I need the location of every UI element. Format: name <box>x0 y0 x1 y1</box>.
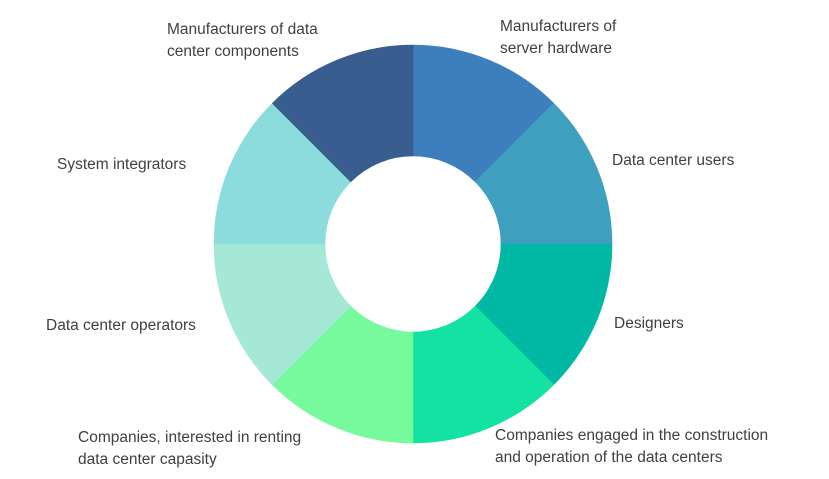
label-line: and operation of the data centers <box>495 449 723 466</box>
label-designers: Designers <box>614 313 684 335</box>
label-companies-construction-operation: Companies engaged in the construction an… <box>495 425 768 469</box>
label-system-integrators: System integrators <box>57 154 186 176</box>
label-line: Manufacturers of data <box>167 21 318 38</box>
segment-system-integrators <box>213 102 352 245</box>
label-manufacturers-components: Manufacturers of data center components <box>167 19 318 63</box>
label-line: data center capasity <box>78 451 217 468</box>
segment-companies-construction-operation <box>412 305 555 444</box>
label-line: System integrators <box>57 156 187 173</box>
label-data-center-users: Data center users <box>612 150 734 172</box>
label-line: center components <box>167 43 299 60</box>
label-line: Manufacturers of <box>500 18 617 35</box>
segment-designers <box>474 243 613 386</box>
label-line: Companies engaged in the construction <box>495 427 769 444</box>
segment-companies-renting-capacity <box>271 305 414 444</box>
segment-manufacturers-components <box>271 44 414 183</box>
label-line: Designers <box>614 315 684 332</box>
label-data-center-operators: Data center operators <box>46 315 196 337</box>
label-line: server hardware <box>500 40 612 57</box>
segment-data-center-users <box>474 102 613 245</box>
segment-data-center-operators <box>213 243 352 386</box>
label-manufacturers-server-hardware: Manufacturers of server hardware <box>500 16 616 60</box>
label-companies-renting-capacity: Companies, interested in renting data ce… <box>78 427 301 471</box>
label-line: Data center users <box>612 152 735 169</box>
label-line: Companies, interested in renting <box>78 429 302 446</box>
donut-ring <box>213 44 613 444</box>
segment-manufacturers-server-hardware <box>412 44 555 183</box>
label-line: Data center operators <box>46 317 196 334</box>
